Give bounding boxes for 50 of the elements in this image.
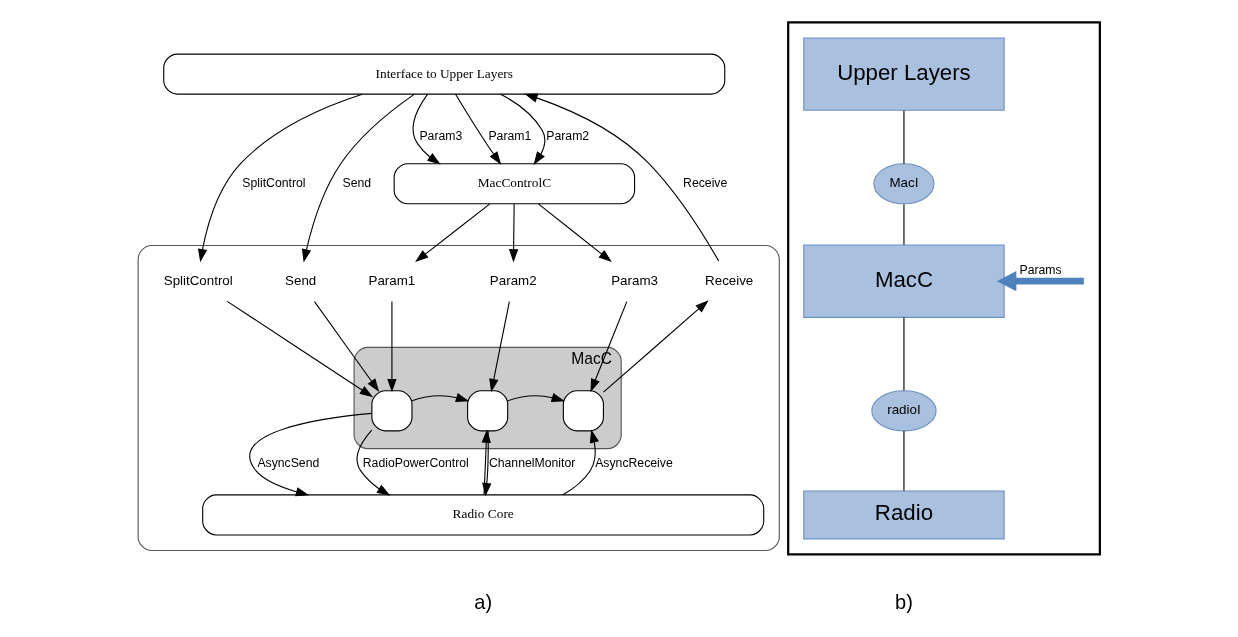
edge-label: RadioPowerControl (362, 455, 469, 470)
node-text: Param2 (489, 272, 537, 288)
node-box: Radio (803, 489, 1005, 539)
edge-label: ChannelMonitor (488, 455, 576, 470)
arrow (455, 93, 502, 165)
node-text: Send (285, 272, 317, 288)
edge-label: Params (1019, 262, 1062, 277)
edge-label: Param2 (546, 128, 590, 143)
arrow (226, 300, 374, 397)
node-ellipse: MacI (873, 162, 935, 204)
arrow (602, 299, 709, 393)
arrow (415, 202, 491, 262)
node-text: Param3 (611, 272, 658, 288)
label: a) (474, 590, 493, 613)
edge-label: SplitControl (242, 175, 306, 190)
arrow (313, 300, 380, 392)
edge-label: AsyncReceive (595, 455, 673, 470)
arrow (356, 429, 391, 496)
edge-label: AsyncSend (257, 455, 320, 470)
arrow (537, 202, 612, 262)
node-box (562, 389, 604, 431)
edge-label: Param3 (419, 128, 463, 143)
node-box: Upper Layers (803, 36, 1005, 111)
node-box (371, 389, 413, 431)
node-box: MacControlC (393, 162, 636, 204)
arrow (507, 392, 565, 402)
label: b) (895, 590, 913, 613)
arrow (249, 412, 373, 496)
node-box: MacC (803, 243, 1005, 318)
arrow (411, 392, 470, 402)
arrow (508, 203, 519, 262)
arrow (489, 300, 510, 392)
cluster (787, 20, 1101, 556)
arrow (562, 428, 599, 495)
node-box: Interface to Upper Layers (163, 53, 726, 95)
node-ellipse: radioI (871, 389, 937, 431)
arrow (412, 93, 441, 165)
node-box (467, 389, 509, 431)
node-text: Receive (705, 272, 754, 288)
arrow (524, 93, 720, 261)
edge-label: Send (342, 175, 372, 190)
node-text: Param1 (368, 272, 416, 288)
arrow (301, 93, 415, 263)
node-text: SplitControl (163, 272, 233, 288)
node-box: Radio Core (202, 493, 765, 535)
arrow (500, 93, 546, 165)
arrow (197, 93, 363, 262)
edge-label: Receive (683, 175, 728, 190)
edge-label: Param1 (488, 128, 532, 143)
arrow (387, 300, 397, 392)
